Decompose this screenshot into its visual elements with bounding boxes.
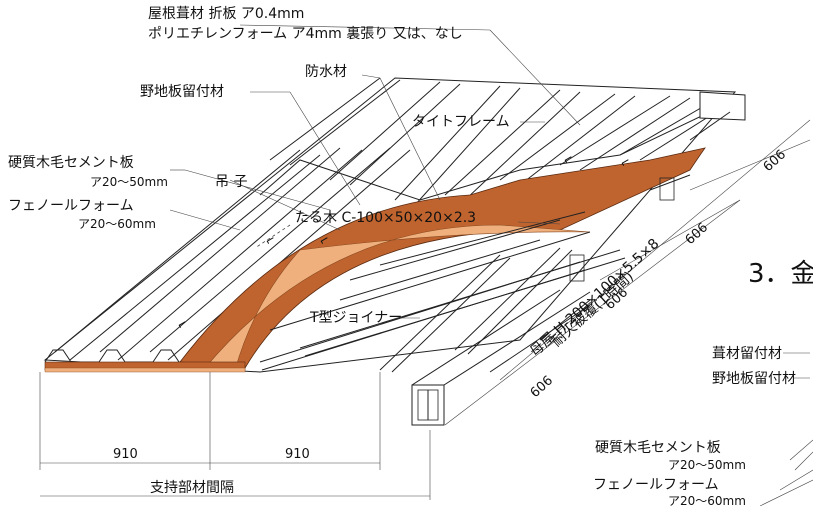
label-right-cement-board-thickness: ア20〜50mm — [668, 458, 746, 472]
label-section-number: 3．金 — [748, 259, 813, 289]
label-right-cement-board: 硬質木毛セメント板 — [595, 440, 721, 456]
right-detail — [759, 439, 813, 507]
label-poly-foam: ポリエチレンフォーム ア4mm 裏張り 又は、なし — [148, 25, 463, 42]
label-rafter: たる木 C-100×50×20×2.3 — [295, 210, 476, 226]
sub-structure — [259, 91, 746, 426]
dim-pitch-bottom: 606 — [528, 373, 556, 401]
label-right-fixing-2: 野地板留付材 — [712, 371, 796, 387]
label-roof-material: 屋根葺材 折板 ア0.4mm — [148, 6, 304, 22]
dim-span-2: 910 — [285, 447, 310, 462]
label-right-fixing-1: 葺材留付材 — [712, 346, 782, 362]
label-right-phenol-foam: フェノールフォーム — [593, 477, 719, 493]
leader-lines — [169, 24, 810, 379]
label-waterproof: 防水材 — [305, 64, 347, 80]
dim-pitch-mid: 606 — [683, 220, 711, 248]
dimension-lines — [39, 119, 811, 500]
label-cement-board-thickness: ア20〜50mm — [90, 175, 168, 189]
label-tight-frame: タイトフレーム — [412, 114, 510, 130]
label-support-span: 支持部材間隔 — [150, 480, 234, 496]
dim-pitch-top: 606 — [761, 147, 789, 175]
exposed-layers — [44, 147, 706, 373]
label-cement-board: 硬質木毛セメント板 — [8, 155, 134, 171]
dim-span-1: 910 — [113, 447, 138, 462]
label-hanger: 吊 子 — [215, 174, 247, 190]
label-phenol-foam-thickness: ア20〜60mm — [78, 217, 156, 231]
label-board-fixing: 野地板留付材 — [140, 84, 224, 100]
label-phenol-foam: フェノールフォーム — [8, 198, 134, 214]
label-right-phenol-foam-thickness: ア20〜60mm — [668, 494, 746, 506]
label-joiner: T型ジョイナー — [309, 310, 402, 326]
